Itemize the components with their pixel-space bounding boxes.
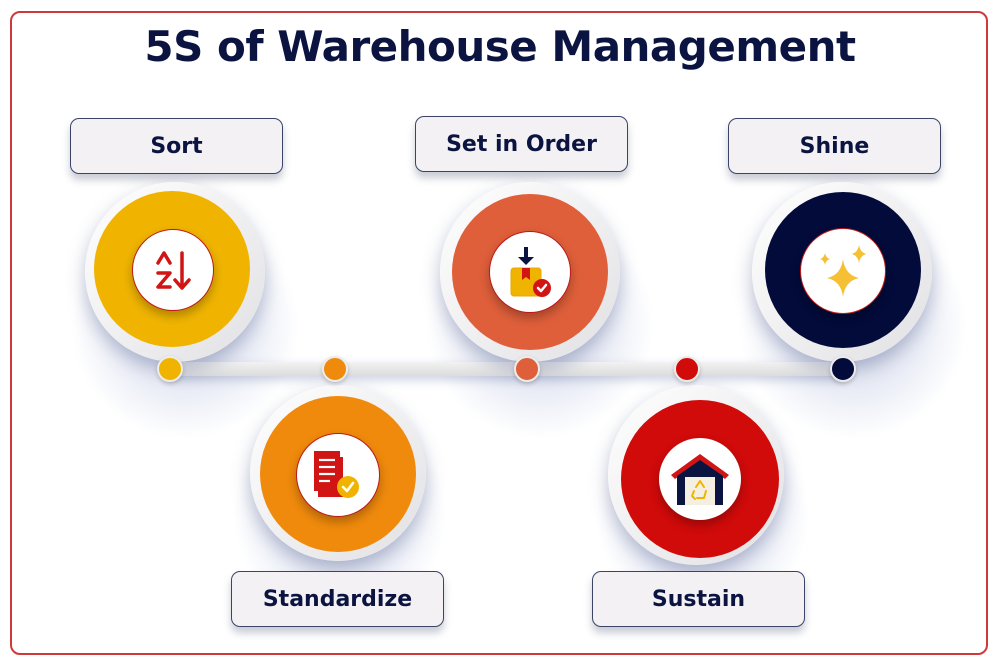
timeline-dot-shine [830,356,856,382]
icon-badge-standardize [296,433,380,517]
label-text: Shine [799,133,870,159]
label-text: Set in Order [446,131,597,157]
node-sustain [608,385,784,565]
timeline-dot-sustain [674,356,700,382]
icon-badge-set-in-order [489,231,571,313]
label-sort: Sort [70,118,283,174]
warehouse-recycle-icon [669,451,731,507]
timeline-dot-sort [157,356,183,382]
timeline-bar [170,362,845,376]
timeline-dot-standardize [322,356,348,382]
page-title: 5S of Warehouse Management [144,22,856,71]
node-set-in-order [440,182,620,362]
label-text: Sustain [651,586,746,612]
sparkle-icon [813,241,873,301]
sort-a-z-icon [148,245,198,295]
timeline-dot-set-in-order [514,356,540,382]
icon-badge-shine [800,228,886,314]
frame-border [10,11,988,655]
icon-badge-sort [132,229,214,311]
node-standardize [250,385,426,561]
label-text: Standardize [262,586,413,612]
label-standardize: Standardize [231,571,444,627]
node-sort [85,182,265,362]
node-shine [752,182,932,362]
document-check-icon [310,447,366,503]
label-set-in-order: Set in Order [415,116,628,172]
box-download-check-icon [502,244,558,300]
label-shine: Shine [728,118,941,174]
label-sustain: Sustain [592,571,805,627]
label-text: Sort [150,133,203,159]
icon-badge-sustain [659,438,741,520]
